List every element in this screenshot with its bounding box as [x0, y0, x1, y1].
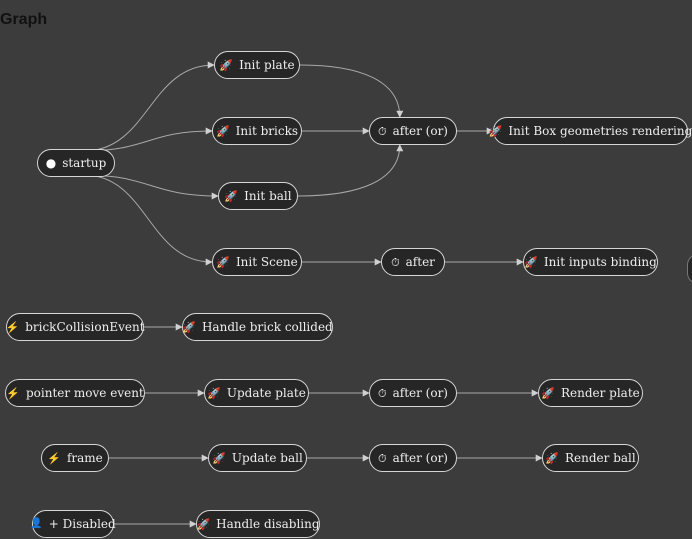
node-label: Init plate: [239, 58, 295, 72]
node-after-or[interactable]: ⏱ after (or): [369, 117, 457, 145]
node-pointer-move-event[interactable]: ⚡ pointer move event: [5, 379, 145, 407]
rocket-icon: 🚀: [216, 255, 230, 269]
rocket-icon: 🚀: [207, 386, 221, 400]
node-label: Render ball: [565, 451, 636, 465]
edge-startup-to-init_scene: [83, 174, 213, 266]
node-label: Init ball: [244, 189, 292, 203]
node-brick-collision-event[interactable]: ⚡ brickCollisionEvent: [5, 313, 145, 341]
node-label: Render plate: [560, 386, 640, 400]
rocket-icon: 🚀: [182, 320, 196, 334]
stopwatch-icon: ⏱: [378, 451, 387, 465]
node-init-scene[interactable]: 🚀 Init Scene: [212, 248, 302, 276]
bolt-icon: ⚡: [6, 386, 20, 400]
node-after-or[interactable]: ⏱ after (or): [369, 444, 457, 472]
rocket-icon: 🚀: [224, 189, 239, 203]
node-label: Update plate: [226, 386, 306, 400]
rocket-icon: 🚀: [541, 386, 555, 400]
user-icon: 👤: [30, 518, 43, 529]
node-render-plate[interactable]: 🚀 Render plate: [538, 379, 643, 407]
node-label: after: [405, 255, 435, 269]
node-init-box-geometries-rendering[interactable]: 🚀 Init Box geometries rendering: [489, 117, 692, 145]
stopwatch-icon: ⏱: [378, 124, 387, 138]
node-label: + Disabled: [48, 517, 116, 531]
node-update-plate[interactable]: 🚀 Update plate: [204, 379, 309, 407]
node-label: Update ball: [231, 451, 303, 465]
node-frame[interactable]: ⚡ frame: [41, 444, 109, 472]
node-after[interactable]: ⏱ after: [381, 248, 445, 276]
node-label: startup: [62, 156, 107, 170]
node-label: after (or): [392, 386, 448, 400]
node-label: Handle disabling: [216, 517, 320, 531]
node-init-plate[interactable]: 🚀 Init plate: [214, 51, 300, 79]
node-init-bricks[interactable]: 🚀 Init bricks: [212, 117, 302, 145]
edge-init_ball-to-after_or_1: [297, 144, 404, 197]
node-label: Init Box geometries rendering: [508, 124, 692, 138]
node-startup[interactable]: ● startup: [37, 149, 115, 177]
rocket-icon: 🚀: [212, 451, 226, 465]
rocket-icon: 🚀: [524, 255, 538, 269]
rocket-icon: 🚀: [219, 58, 234, 72]
node-label: Init bricks: [235, 124, 299, 138]
edge-startup-to-init_plate: [83, 61, 215, 152]
node-handle-disabling[interactable]: 🚀 Handle disabling: [196, 510, 320, 538]
node-after-or[interactable]: ⏱ after (or): [369, 379, 457, 407]
bolt-icon: ⚡: [5, 320, 20, 334]
node-label: Init Scene: [235, 255, 298, 269]
rocket-icon: 🚀: [488, 124, 503, 138]
node-init-ball[interactable]: 🚀 Init ball: [218, 182, 298, 210]
rocket-icon: 🚀: [545, 451, 559, 465]
node-label: frame: [66, 451, 103, 465]
node-label: Init inputs binding: [543, 255, 657, 269]
node-label: pointer move event: [25, 386, 144, 400]
node-update-ball[interactable]: 🚀 Update ball: [208, 444, 307, 472]
bolt-icon: ⚡: [47, 451, 61, 465]
stopwatch-icon: ⏱: [391, 255, 400, 269]
node-label: after (or): [392, 451, 448, 465]
node-init-inputs-binding[interactable]: 🚀 Init inputs binding: [523, 248, 658, 276]
node-handle-brick-collided[interactable]: 🚀 Handle brick collided: [182, 313, 333, 341]
node-label: brickCollisionEvent: [25, 320, 145, 334]
stopwatch-icon: ⏱: [378, 386, 387, 400]
node-disabled[interactable]: 👤 + Disabled: [30, 510, 116, 538]
edge-init_plate-to-after_or_1: [299, 64, 404, 118]
node-render-ball[interactable]: 🚀 Render ball: [542, 444, 639, 472]
circle-icon: ●: [45, 156, 57, 170]
node-label: Handle brick collided: [201, 320, 333, 334]
rocket-icon: 🚀: [215, 124, 230, 138]
rocket-icon: 🚀: [196, 517, 211, 531]
graph-title: Graph: [0, 11, 48, 28]
node-label: after (or): [392, 124, 448, 138]
